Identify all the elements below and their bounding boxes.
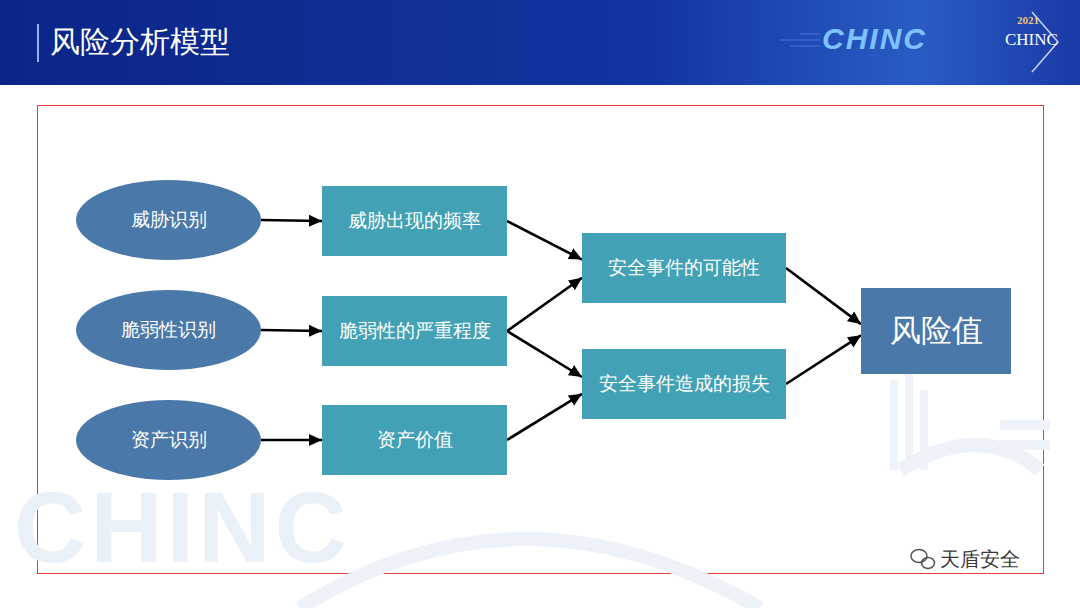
node-label: 风险值	[890, 310, 983, 352]
process-box: 安全事件的可能性	[582, 233, 786, 303]
node-label: 资产识别	[131, 427, 207, 453]
decor-bars	[890, 360, 1050, 470]
ellipse-shape	[76, 180, 261, 260]
arrow-connector	[786, 335, 861, 384]
ellipse-shape	[76, 290, 261, 370]
arrow-connector	[786, 268, 861, 324]
node-label: 脆弱性的严重程度	[339, 318, 491, 344]
arrow-connector	[507, 331, 582, 377]
logo-year: 2021	[1017, 14, 1039, 26]
node-label: 安全事件造成的损失	[599, 371, 770, 397]
result-box: 风险值	[861, 288, 1011, 374]
identify-ellipse: 威胁识别	[76, 180, 261, 260]
arrow-connector	[507, 278, 582, 331]
node-label: 脆弱性识别	[121, 317, 216, 343]
process-box: 脆弱性的严重程度	[322, 296, 507, 366]
arrow-connector	[261, 330, 322, 331]
node-label: 资产价值	[377, 427, 453, 453]
title-accent	[37, 24, 39, 62]
node-label: 安全事件的可能性	[608, 255, 760, 281]
process-box: 威胁出现的频率	[322, 186, 507, 256]
slide-title: 风险分析模型	[50, 22, 230, 63]
arrow-connector	[507, 221, 582, 260]
arrow-connector	[261, 439, 322, 442]
process-box: 安全事件造成的损失	[582, 349, 786, 419]
arrow-connector	[261, 220, 322, 221]
watermark-source: 天盾安全	[940, 546, 1020, 573]
process-box: 资产价值	[322, 405, 507, 475]
arrow-connector	[507, 394, 582, 440]
identify-ellipse: 资产识别	[76, 400, 261, 480]
node-label: 威胁识别	[131, 207, 207, 233]
node-label: 威胁出现的频率	[348, 208, 481, 234]
logo-streaks	[780, 34, 820, 46]
header-bar	[0, 0, 1080, 85]
wechat-icon	[911, 550, 935, 569]
logo-text: CHINC	[822, 22, 927, 56]
ellipse-shape	[76, 400, 261, 480]
watermark: CHINC	[14, 470, 351, 585]
logo-small-text: CHINC	[1005, 30, 1058, 50]
identify-ellipse: 脆弱性识别	[76, 290, 261, 370]
